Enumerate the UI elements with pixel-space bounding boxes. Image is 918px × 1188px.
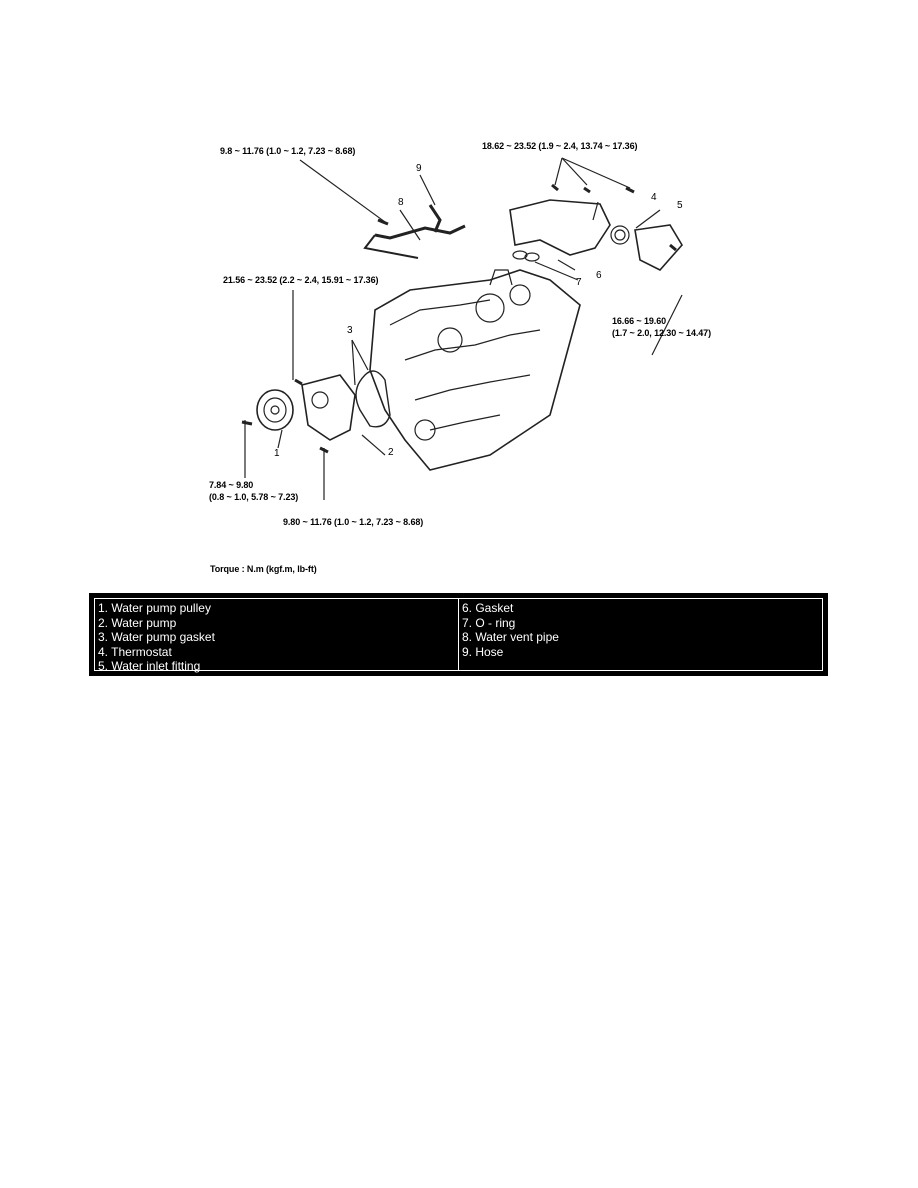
engine-illustration [241,157,683,500]
inlet-fitting-torque-line2: (1.7 ~ 2.0, 12.30 ~ 14.47) [612,328,711,338]
thermostat-housing-bolt-torque: 18.62 ~ 23.52 (1.9 ~ 2.4, 13.74 ~ 17.36) [482,141,638,151]
inlet-fitting-torque-line1: 16.66 ~ 19.60 [612,316,667,326]
legend-column-right: 6. Gasket 7. O - ring 8. Water vent pipe… [458,599,822,670]
callout-6: 6 [596,270,602,281]
callout-8: 8 [398,197,404,208]
pulley-bolt-torque-line2: (0.8 ~ 1.0, 5.78 ~ 7.23) [209,492,299,502]
callout-3: 3 [347,325,353,336]
legend-item: 6. Gasket [462,601,514,615]
torque-unit-note: Torque : N.m (kgf.m, lb-ft) [210,564,317,574]
legend-item: 1. Water pump pulley [98,601,211,615]
pulley-bolt-torque-line1: 7.84 ~ 9.80 [209,480,254,490]
legend-item: 5. Water inlet fitting [98,659,201,674]
legend-item: 9. Hose [462,644,504,659]
pump-lower-bolt-torque: 9.80 ~ 11.76 (1.0 ~ 1.2, 7.23 ~ 8.68) [283,517,424,527]
vent-pipe-bolt-torque: 9.8 ~ 11.76 (1.0 ~ 1.2, 7.23 ~ 8.68) [220,146,356,156]
callout-2: 2 [388,447,394,458]
callout-7: 7 [576,277,582,288]
legend-item: 2. Water pump [98,615,177,630]
legend-item: 3. Water pump gasket [98,630,215,645]
legend-column-left: 1. Water pump pulley 2. Water pump 3. Wa… [95,599,458,673]
legend-item: 4. Thermostat [98,644,172,659]
callout-5: 5 [677,200,683,211]
callout-1: 1 [274,448,280,459]
engine-cooling-diagram: 9.8 ~ 11.76 (1.0 ~ 1.2, 7.23 ~ 8.68) 18.… [190,130,730,580]
parts-legend-table: 1. Water pump pulley 2. Water pump 3. Wa… [89,593,828,676]
callout-4: 4 [651,192,657,203]
legend-item: 7. O - ring [462,615,516,630]
water-pump-bolt-torque: 21.56 ~ 23.52 (2.2 ~ 2.4, 15.91 ~ 17.36) [223,275,379,285]
legend-item: 8. Water vent pipe [462,630,559,645]
callout-9: 9 [416,163,422,174]
